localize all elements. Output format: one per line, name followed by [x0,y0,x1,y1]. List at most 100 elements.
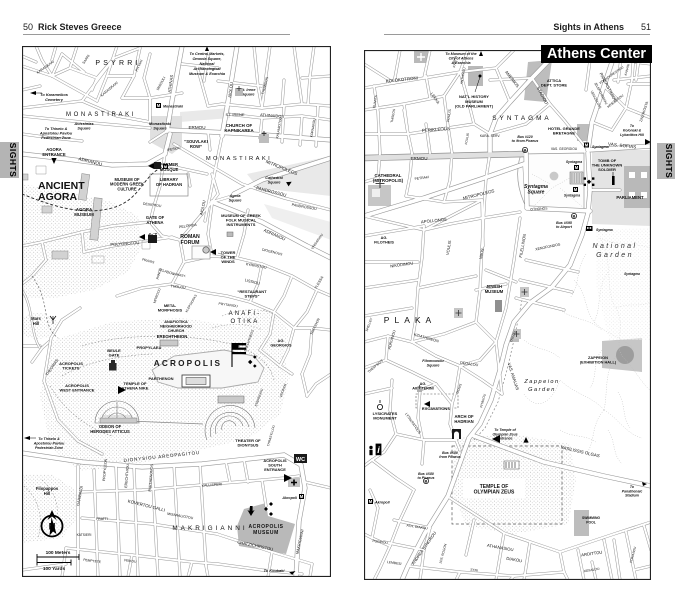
svg-text:JEWISH: JEWISH [486,284,502,289]
svg-text:LEMBESI: LEMBESI [387,560,402,566]
svg-text:QUANTA: QUANTA [372,94,378,108]
svg-text:Syntagma: Syntagma [566,160,582,164]
svg-text:Akropoli: Akropoli [281,496,298,500]
svg-text:PITTAKI: PITTAKI [135,59,144,72]
svg-text:To Thiseio &: To Thiseio & [45,127,68,131]
svg-text:To Thiseio &: To Thiseio & [38,437,60,441]
svg-text:SOLDIER: SOLDIER [598,167,616,172]
svg-text:POLYGNOTOU: POLYGNOTOU [110,240,139,247]
svg-text:to Piraeus: to Piraeus [418,476,435,480]
svg-text:ACROPOLIS: ACROPOLIS [65,383,89,388]
svg-text:STRATIGOU: STRATIGOU [254,387,264,407]
svg-text:VAS. SOFIAS: VAS. SOFIAS [608,142,637,150]
svg-text:National: National [200,62,216,66]
svg-text:Square: Square [229,198,242,202]
svg-text:ERECHTHEION: ERECHTHEION [157,334,187,339]
svg-text:To Central Markets,: To Central Markets, [189,52,224,56]
svg-text:VOULIS: VOULIS [446,108,452,122]
svg-text:ERMOU: ERMOU [410,156,427,161]
svg-text:PELOPIDA: PELOPIDA [179,223,198,230]
svg-text:AG.: AG. [420,382,427,386]
svg-text:CHURCH: CHURCH [168,329,185,333]
svg-text:St. Irene: St. Irene [241,88,256,92]
svg-text:Monastiraki: Monastiraki [149,121,172,126]
svg-text:ODEON OF: ODEON OF [99,424,122,429]
svg-text:Omonia Square,: Omonia Square, [192,57,221,61]
svg-text:M: M [164,164,168,169]
svg-text:GEORGIOS: GEORGIOS [270,343,292,348]
svg-text:LIBRARY: LIBRARY [160,177,179,182]
svg-text:MIAOULI: MIAOULI [156,76,166,91]
svg-text:B: B [425,479,428,484]
svg-text:MUSEUM: MUSEUM [485,289,504,294]
svg-text:LYSICRATES: LYSICRATES [373,411,398,416]
svg-text:To: To [630,124,635,128]
svg-text:ANAFIOTIKA: ANAFIOTIKA [164,320,188,324]
svg-text:Garden: Garden [528,387,556,393]
svg-text:SIGHTS: SIGHTS [664,144,674,179]
svg-text:Square: Square [242,92,255,96]
svg-text:Cathedral: Cathedral [265,176,283,180]
svg-text:Bus #X95: Bus #X95 [556,221,572,225]
svg-text:KALAMIOTOU: KALAMIOTOU [275,116,283,139]
svg-text:KANARI: KANARI [624,63,631,76]
svg-text:MUSEUM: MUSEUM [465,99,483,104]
svg-text:M: M [369,499,373,504]
svg-text:VEIKOU: VEIKOU [124,558,138,564]
svg-text:MONIS: MONIS [455,383,462,394]
svg-text:ATHENA: ATHENA [146,220,163,225]
svg-text:ERMOU: ERMOU [188,125,205,130]
svg-text:Cemetery: Cemetery [45,97,64,102]
svg-text:GATE OF: GATE OF [146,215,165,220]
svg-text:DEDALOU: DEDALOU [460,361,479,368]
svg-text:MUSEUM OF GREEK: MUSEUM OF GREEK [221,213,261,218]
svg-text:MAKRIGIANNI: MAKRIGIANNI [295,529,304,554]
svg-text:to Airport: to Airport [556,225,573,229]
svg-text:FORMER: FORMER [160,162,178,167]
svg-text:THEATER OF: THEATER OF [235,438,261,443]
svg-text:AG.: AG. [278,338,285,343]
svg-text:MAKRIGIANNI: MAKRIGIANNI [172,525,247,532]
svg-text:PARTHENON: PARTHENON [148,376,173,381]
svg-text:Mars: Mars [31,316,41,321]
svg-text:SHELLEY: SHELLEY [365,316,374,332]
svg-text:FOLK MUSICAL: FOLK MUSICAL [226,218,257,223]
svg-text:THEMIDOS: THEMIDOS [261,76,270,95]
svg-text:ENTRANCE: ENTRANCE [264,467,286,472]
svg-text:Square: Square [268,180,281,184]
svg-text:NEIGHBORHOOD: NEIGHBORHOOD [160,324,192,328]
svg-text:B: B [573,214,576,219]
svg-text:City of Athens: City of Athens [449,57,474,61]
svg-text:BRETAGNE: BRETAGNE [553,131,575,136]
svg-text:AIOLOU: AIOLOU [199,200,207,216]
svg-text:THE UNKNOWN: THE UNKNOWN [592,163,623,168]
svg-text:ACROPOLIS: ACROPOLIS [263,458,287,463]
svg-text:Syntagma: Syntagma [624,272,640,276]
svg-text:M: M [575,165,579,170]
svg-text:FILOTHEIS: FILOTHEIS [374,240,394,244]
svg-text:Syntagma: Syntagma [524,184,548,190]
svg-text:MONASTIRAKI: MONASTIRAKI [206,156,272,162]
svg-text:DEPT. STORE: DEPT. STORE [541,83,567,88]
svg-text:Garden: Garden [596,252,634,259]
svg-text:TOWER: TOWER [221,250,236,255]
svg-text:i: i [377,445,380,455]
svg-text:MORPHOSIS: MORPHOSIS [158,308,183,313]
svg-text:PORINOU: PORINOU [372,539,388,545]
svg-text:ERECHTHEOS: ERECHTHEOS [243,328,255,352]
svg-text:Agora: Agora [229,194,241,198]
svg-text:PITAKOU: PITAKOU [479,393,487,408]
svg-text:ZAPPEION: ZAPPEION [588,355,608,360]
svg-text:ACROPOLIS: ACROPOLIS [59,361,83,366]
svg-text:100 Yards: 100 Yards [43,566,66,572]
svg-text:NIKODIMOU: NIKODIMOU [390,260,414,268]
svg-text:GARIBALDI: GARIBALDI [76,486,83,507]
svg-text:(MITROPOLIS): (MITROPOLIS) [373,178,404,183]
svg-text:ACROPOLIS: ACROPOLIS [154,359,222,368]
svg-text:APOLLONOS: APOLLONOS [421,217,447,225]
svg-text:Apostolou Pavlou: Apostolou Pavlou [39,132,73,136]
svg-text:M: M [157,103,161,108]
svg-text:CHURCH OF: CHURCH OF [226,123,253,128]
svg-text:N: N [49,522,56,533]
svg-text:SWIMMING: SWIMMING [582,516,600,520]
